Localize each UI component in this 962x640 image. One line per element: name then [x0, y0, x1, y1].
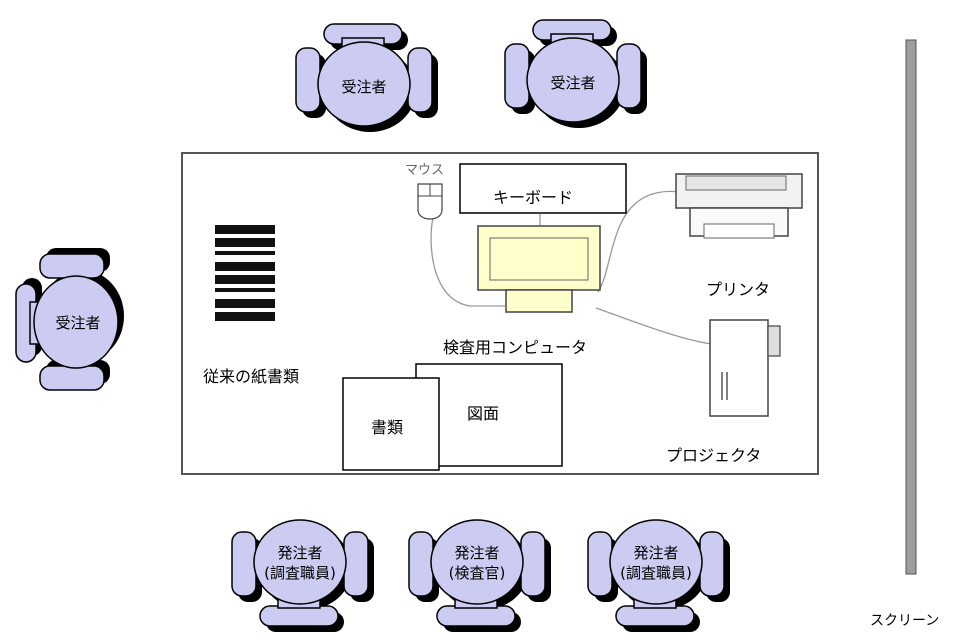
- keyboard-icon: [459, 163, 627, 214]
- cables: [430, 190, 713, 345]
- printer-icon: [675, 173, 803, 239]
- projector-label: プロジェクタ: [666, 446, 762, 465]
- seat-label: 受注者: [550, 74, 595, 92]
- seat-label-line1: 発注者: [277, 544, 322, 562]
- seat-label-line1: 発注者: [633, 544, 678, 562]
- printer-label: プリンタ: [706, 280, 771, 299]
- documents-label: 書類: [371, 418, 404, 437]
- seat-label-line2: (調査職員): [264, 564, 336, 582]
- drawings-sheet: [415, 363, 563, 467]
- seat-label: 受注者: [55, 314, 100, 332]
- drawings-label: 図面: [467, 404, 500, 423]
- chair-bottom-center: 発注者 (検査官): [408, 519, 552, 633]
- seat-label-line2: (検査官): [449, 564, 506, 582]
- paper-documents-icon: [213, 222, 277, 330]
- keyboard-label: キーボード: [493, 188, 574, 207]
- chair-top-right: 受注者: [504, 19, 648, 129]
- chair-top-left: 受注者: [295, 23, 439, 133]
- mouse-label: マウス: [405, 163, 445, 178]
- projection-screen: [905, 39, 917, 575]
- computer-label: 検査用コンピュータ: [443, 338, 588, 357]
- seat-label-line2: (調査職員): [620, 564, 692, 582]
- documents-sheet: [342, 377, 440, 471]
- old-docs-label: 従来の紙書類: [203, 367, 300, 386]
- chair-left: 受注者: [15, 247, 125, 391]
- seat-label: 受注者: [341, 78, 386, 96]
- mouse-icon: [417, 183, 443, 220]
- chair-bottom-right: 発注者 (調査職員): [587, 519, 731, 633]
- monitor-icon: [477, 225, 601, 313]
- projector-icon: [709, 319, 781, 417]
- chair-bottom-left: 発注者 (調査職員): [231, 519, 375, 633]
- screen-label: スクリーン: [870, 613, 940, 629]
- seat-label-line1: 発注者: [454, 544, 499, 562]
